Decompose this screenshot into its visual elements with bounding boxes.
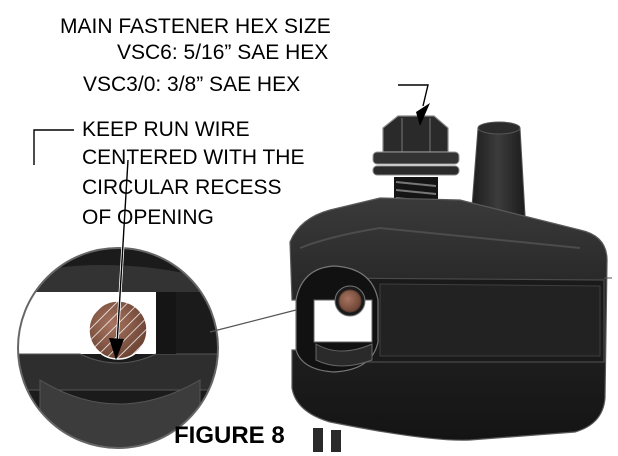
hex-size-vsc3-0: VSC3/0: 3/8” SAE HEX xyxy=(83,73,301,96)
figure-caption: FIGURE 8 xyxy=(174,422,285,449)
run-wire-note-line2: CENTERED WITH THE xyxy=(82,146,305,169)
connector-body xyxy=(289,197,612,452)
run-wire-note-line1: KEEP RUN WIRE xyxy=(82,118,250,141)
hex-size-vsc6: VSC6: 5/16” SAE HEX xyxy=(117,41,329,64)
main-fastener xyxy=(372,115,460,207)
leader-lines xyxy=(33,84,430,360)
run-wire-note-line3: CIRCULAR RECESS xyxy=(82,176,282,199)
hex-size-title: MAIN FASTENER HEX SIZE xyxy=(60,15,331,38)
run-wire-note-line4: OF OPENING xyxy=(82,206,214,229)
